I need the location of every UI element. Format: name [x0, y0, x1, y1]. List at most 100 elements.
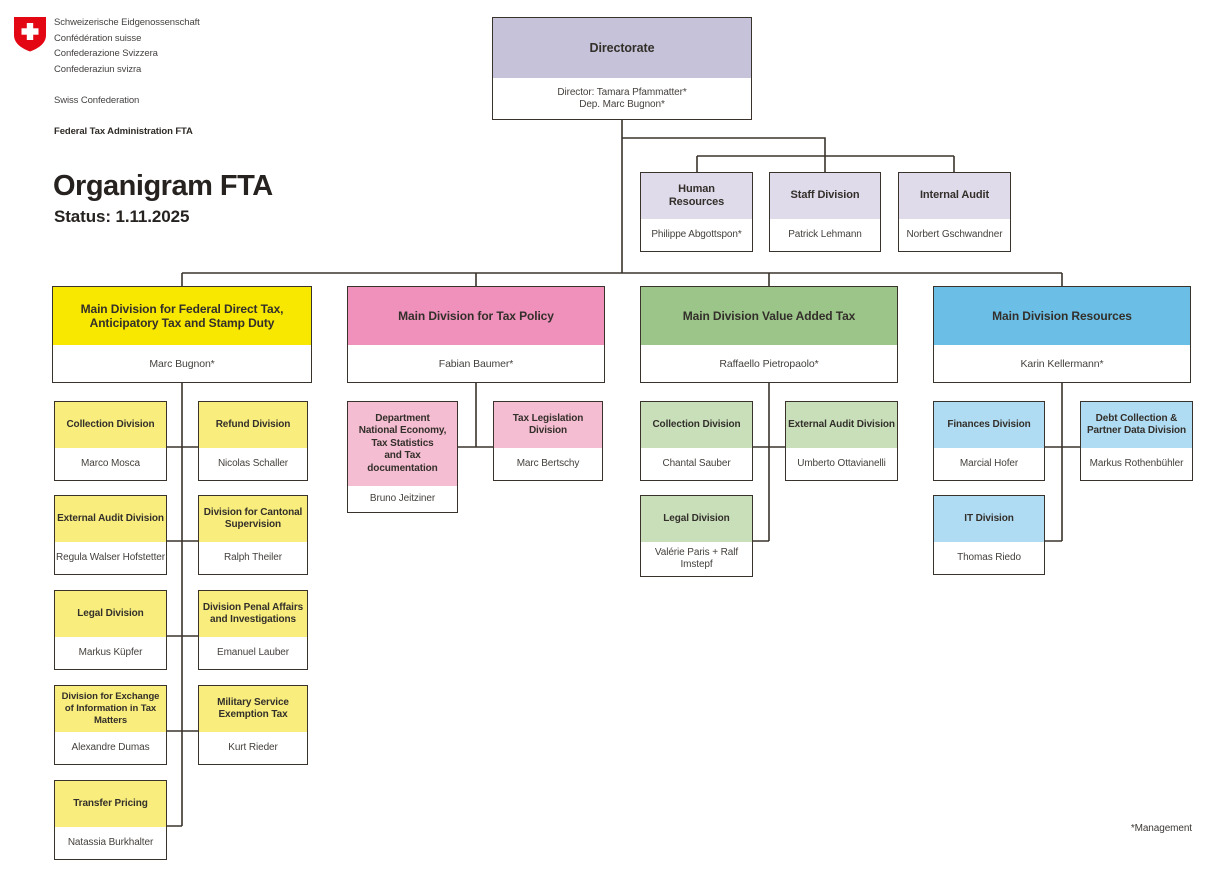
- res-finances-head: Marcial Hofer: [934, 448, 1044, 480]
- main-division-fdt-title-label: Main Division for Federal Direct Tax, An…: [80, 302, 284, 330]
- res-it-head-name: Thomas Riedo: [957, 552, 1021, 563]
- vat-legal-title-label: Legal Division: [663, 512, 730, 524]
- fdt-legal-head-name: Markus Küpfer: [78, 647, 143, 658]
- confederation-names: Schweizerische Eidgenossenschaft Confédé…: [54, 15, 200, 77]
- tp-tax-legislation-title-label: Tax Legislation Division: [512, 412, 584, 437]
- directorate-title: Directorate: [493, 18, 751, 78]
- main-division-vat-title-label: Main Division Value Added Tax: [682, 309, 856, 323]
- res-finances-title-label: Finances Division: [947, 418, 1031, 430]
- tp-tax-legislation-title: Tax Legislation Division: [494, 402, 602, 448]
- status-date: Status: 1.11.2025: [54, 207, 190, 226]
- fdt-refund-head: Nicolas Schaller: [199, 448, 307, 480]
- box-staff-division: Staff Division Patrick Lehmann: [769, 172, 881, 252]
- human-resources-head-name: Philippe Abgottspon*: [651, 229, 742, 240]
- box-fdt-refund-division: Refund Division Nicolas Schaller: [198, 401, 308, 481]
- res-debt-collection-title-label: Debt Collection & Partner Data Division: [1086, 412, 1187, 437]
- box-main-division-federal-direct-tax: Main Division for Federal Direct Tax, An…: [52, 286, 312, 383]
- box-fdt-cantonal-supervision-division: Division for Cantonal Supervision Ralph …: [198, 495, 308, 575]
- fdt-legal-title-label: Legal Division: [77, 607, 144, 619]
- main-division-vat-title: Main Division Value Added Tax: [641, 287, 897, 345]
- res-it-head: Thomas Riedo: [934, 542, 1044, 574]
- res-finances-title: Finances Division: [934, 402, 1044, 448]
- staff-division-head: Patrick Lehmann: [770, 219, 880, 251]
- fdt-transfer-pricing-title-label: Transfer Pricing: [73, 797, 148, 809]
- tp-national-economy-head-name: Bruno Jeitziner: [369, 493, 436, 504]
- main-division-tax-policy-title: Main Division for Tax Policy: [348, 287, 604, 345]
- fdt-military-service-title: Military Service Exemption Tax: [199, 686, 307, 732]
- confederation-name-en: Swiss Confederation: [54, 95, 140, 106]
- deputy-name: Dep. Marc Bugnon*: [579, 98, 665, 110]
- vat-collection-head-name: Chantal Sauber: [662, 458, 731, 469]
- fdt-external-audit-head: Regula Walser Hofstetter: [55, 542, 166, 574]
- office-name: Federal Tax Administration FTA: [54, 126, 193, 137]
- human-resources-title: Human Resources: [641, 173, 752, 219]
- staff-division-title: Staff Division: [770, 173, 880, 219]
- box-fdt-exchange-of-information-division: Division for Exchange of Information in …: [54, 685, 167, 765]
- main-division-fdt-title: Main Division for Federal Direct Tax, An…: [53, 287, 311, 345]
- res-it-title-label: IT Division: [964, 512, 1014, 524]
- box-main-division-tax-policy: Main Division for Tax Policy Fabian Baum…: [347, 286, 605, 383]
- management-footnote: *Management: [1130, 823, 1192, 834]
- fdt-cantonal-supervision-head-name: Ralph Theiler: [224, 552, 282, 563]
- box-main-division-vat: Main Division Value Added Tax Raffaello …: [640, 286, 898, 383]
- fdt-transfer-pricing-title: Transfer Pricing: [55, 781, 166, 827]
- directorate-title-label: Directorate: [589, 40, 655, 55]
- box-vat-collection-division: Collection Division Chantal Sauber: [640, 401, 753, 481]
- main-division-tax-policy-head-name: Fabian Baumer*: [438, 357, 514, 370]
- fdt-exchange-of-information-head: Alexandre Dumas: [55, 732, 166, 764]
- fdt-exchange-of-information-title: Division for Exchange of Information in …: [55, 686, 166, 732]
- fdt-military-service-title-label: Military Service Exemption Tax: [217, 696, 289, 721]
- fdt-cantonal-supervision-title: Division for Cantonal Supervision: [199, 496, 307, 542]
- fdt-legal-title: Legal Division: [55, 591, 166, 637]
- box-res-it-division: IT Division Thomas Riedo: [933, 495, 1045, 575]
- human-resources-head: Philippe Abgottspon*: [641, 219, 752, 251]
- main-division-resources-title: Main Division Resources: [934, 287, 1190, 345]
- fdt-legal-head: Markus Küpfer: [55, 637, 166, 669]
- box-res-finances-division: Finances Division Marcial Hofer: [933, 401, 1045, 481]
- box-res-debt-collection-division: Debt Collection & Partner Data Division …: [1080, 401, 1193, 481]
- fdt-refund-title-label: Refund Division: [215, 418, 291, 430]
- fdt-transfer-pricing-head: Natassia Burkhalter: [55, 827, 166, 859]
- res-debt-collection-head-name: Markus Rothenbühler: [1089, 458, 1184, 469]
- fdt-penal-affairs-head: Emanuel Lauber: [199, 637, 307, 669]
- box-human-resources: Human Resources Philippe Abgottspon*: [640, 172, 753, 252]
- staff-division-head-name: Patrick Lehmann: [788, 229, 862, 240]
- res-debt-collection-head: Markus Rothenbühler: [1081, 448, 1192, 480]
- tp-national-economy-title: Department National Economy, Tax Statist…: [348, 402, 457, 486]
- fdt-external-audit-title: External Audit Division: [55, 496, 166, 542]
- fdt-refund-head-name: Nicolas Schaller: [217, 458, 289, 469]
- fdt-transfer-pricing-head-name: Natassia Burkhalter: [67, 837, 154, 848]
- vat-external-audit-head: Umberto Ottavianelli: [786, 448, 897, 480]
- fdt-collection-head-name: Marco Mosca: [81, 458, 140, 469]
- box-fdt-external-audit-division: External Audit Division Regula Walser Ho…: [54, 495, 167, 575]
- tp-national-economy-title-label: Department National Economy, Tax Statist…: [358, 412, 447, 474]
- vat-legal-title: Legal Division: [641, 496, 752, 542]
- fdt-collection-head: Marco Mosca: [55, 448, 166, 480]
- fdt-collection-title-label: Collection Division: [66, 418, 155, 430]
- main-division-tax-policy-title-label: Main Division for Tax Policy: [398, 309, 554, 323]
- main-division-tax-policy-head: Fabian Baumer*: [348, 345, 604, 382]
- internal-audit-title-label: Internal Audit: [919, 189, 990, 202]
- fdt-refund-title: Refund Division: [199, 402, 307, 448]
- box-fdt-legal-division: Legal Division Markus Küpfer: [54, 590, 167, 670]
- main-division-resources-title-label: Main Division Resources: [992, 309, 1132, 323]
- fdt-exchange-of-information-head-name: Alexandre Dumas: [71, 742, 150, 753]
- vat-collection-title-label: Collection Division: [652, 418, 741, 430]
- box-tp-tax-legislation-division: Tax Legislation Division Marc Bertschy: [493, 401, 603, 481]
- confederation-name-de: Schweizerische Eidgenossenschaft: [54, 17, 200, 28]
- internal-audit-head-name: Norbert Gschwandner: [906, 229, 1003, 240]
- fdt-external-audit-title-label: External Audit Division: [57, 512, 164, 524]
- confederation-name-rm: Confederaziun svizra: [54, 63, 142, 75]
- directorate-names-lines: Director: Tamara Pfammatter* Dep. Marc B…: [557, 87, 686, 111]
- main-division-resources-head-name: Karin Kellermann*: [1020, 357, 1104, 370]
- res-it-title: IT Division: [934, 496, 1044, 542]
- fdt-external-audit-head-name: Regula Walser Hofstetter: [56, 552, 165, 563]
- director-name: Director: Tamara Pfammatter*: [557, 86, 687, 98]
- fdt-cantonal-supervision-head: Ralph Theiler: [199, 542, 307, 574]
- fdt-collection-title: Collection Division: [55, 402, 166, 448]
- main-division-vat-head-name: Raffaello Pietropaolo*: [719, 357, 819, 370]
- box-fdt-transfer-pricing: Transfer Pricing Natassia Burkhalter: [54, 780, 167, 860]
- internal-audit-head: Norbert Gschwandner: [899, 219, 1010, 251]
- main-division-resources-head: Karin Kellermann*: [934, 345, 1190, 382]
